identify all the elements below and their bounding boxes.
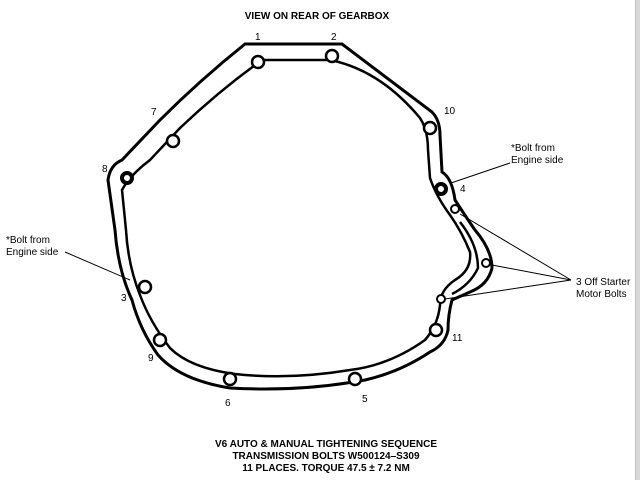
bolt-hole-4 (434, 182, 448, 196)
starter-bolt-hole (481, 258, 491, 268)
starter-bolt-hole (450, 204, 460, 214)
starter-bolt-hole (436, 294, 446, 304)
bolt-hole-10 (422, 120, 438, 136)
caption-line-3: 11 PLACES. TORQUE 47.5 ± 7.2 NM (242, 463, 410, 474)
caption-line-2: TRANSMISSION BOLTS W500124–S309 (232, 451, 420, 462)
bolt-number: 4 (460, 184, 466, 195)
bolt-hole-11 (428, 322, 444, 338)
bolt-hole-3 (137, 279, 153, 295)
annotation-engine-side-left-2: Engine side (6, 247, 59, 258)
bolt-holes (120, 48, 491, 387)
annotation-engine-side-left-1: *Bolt from (6, 235, 50, 246)
leader-line (459, 213, 572, 281)
bolt-number: 8 (102, 164, 108, 175)
bolt-hole-1 (250, 54, 266, 70)
caption-line-1: V6 AUTO & MANUAL TIGHTENING SEQUENCE (215, 439, 437, 450)
bolt-number: 10 (444, 106, 456, 117)
gasket-outer-outline (106, 42, 494, 391)
annotation-starter-1: 3 Off Starter (576, 277, 631, 288)
leader-line (450, 162, 511, 184)
bolt-number: 7 (151, 107, 157, 118)
bolt-number: 6 (225, 398, 231, 409)
bolt-hole-2 (324, 48, 340, 64)
bolt-number: 3 (121, 293, 127, 304)
annotation-engine-side-right-2: Engine side (511, 155, 564, 166)
bolt-number: 11 (452, 333, 463, 344)
annotation-engine-side-right-1: *Bolt from (511, 143, 555, 154)
diagram-title: VIEW ON REAR OF GEARBOX (245, 11, 390, 22)
bolt-hole-9 (152, 332, 168, 348)
annotation-starter-2: Motor Bolts (576, 289, 627, 300)
scrollbar[interactable] (635, 0, 640, 480)
leader-line (491, 264, 572, 281)
bolt-number: 1 (255, 32, 261, 43)
gasket-inner-outline (120, 58, 472, 378)
bolt-hole-5 (347, 371, 363, 387)
bolt-number: 5 (362, 394, 368, 405)
bolt-hole-7 (165, 133, 181, 149)
bolt-number: 9 (148, 353, 154, 364)
leader-lines (64, 162, 572, 300)
starter-recess-outline (451, 221, 480, 296)
leader-line (64, 251, 131, 281)
bolt-hole-8 (120, 171, 134, 185)
leader-line (444, 279, 572, 300)
bolt-hole-6 (222, 371, 238, 387)
bolt-number: 2 (331, 32, 337, 43)
